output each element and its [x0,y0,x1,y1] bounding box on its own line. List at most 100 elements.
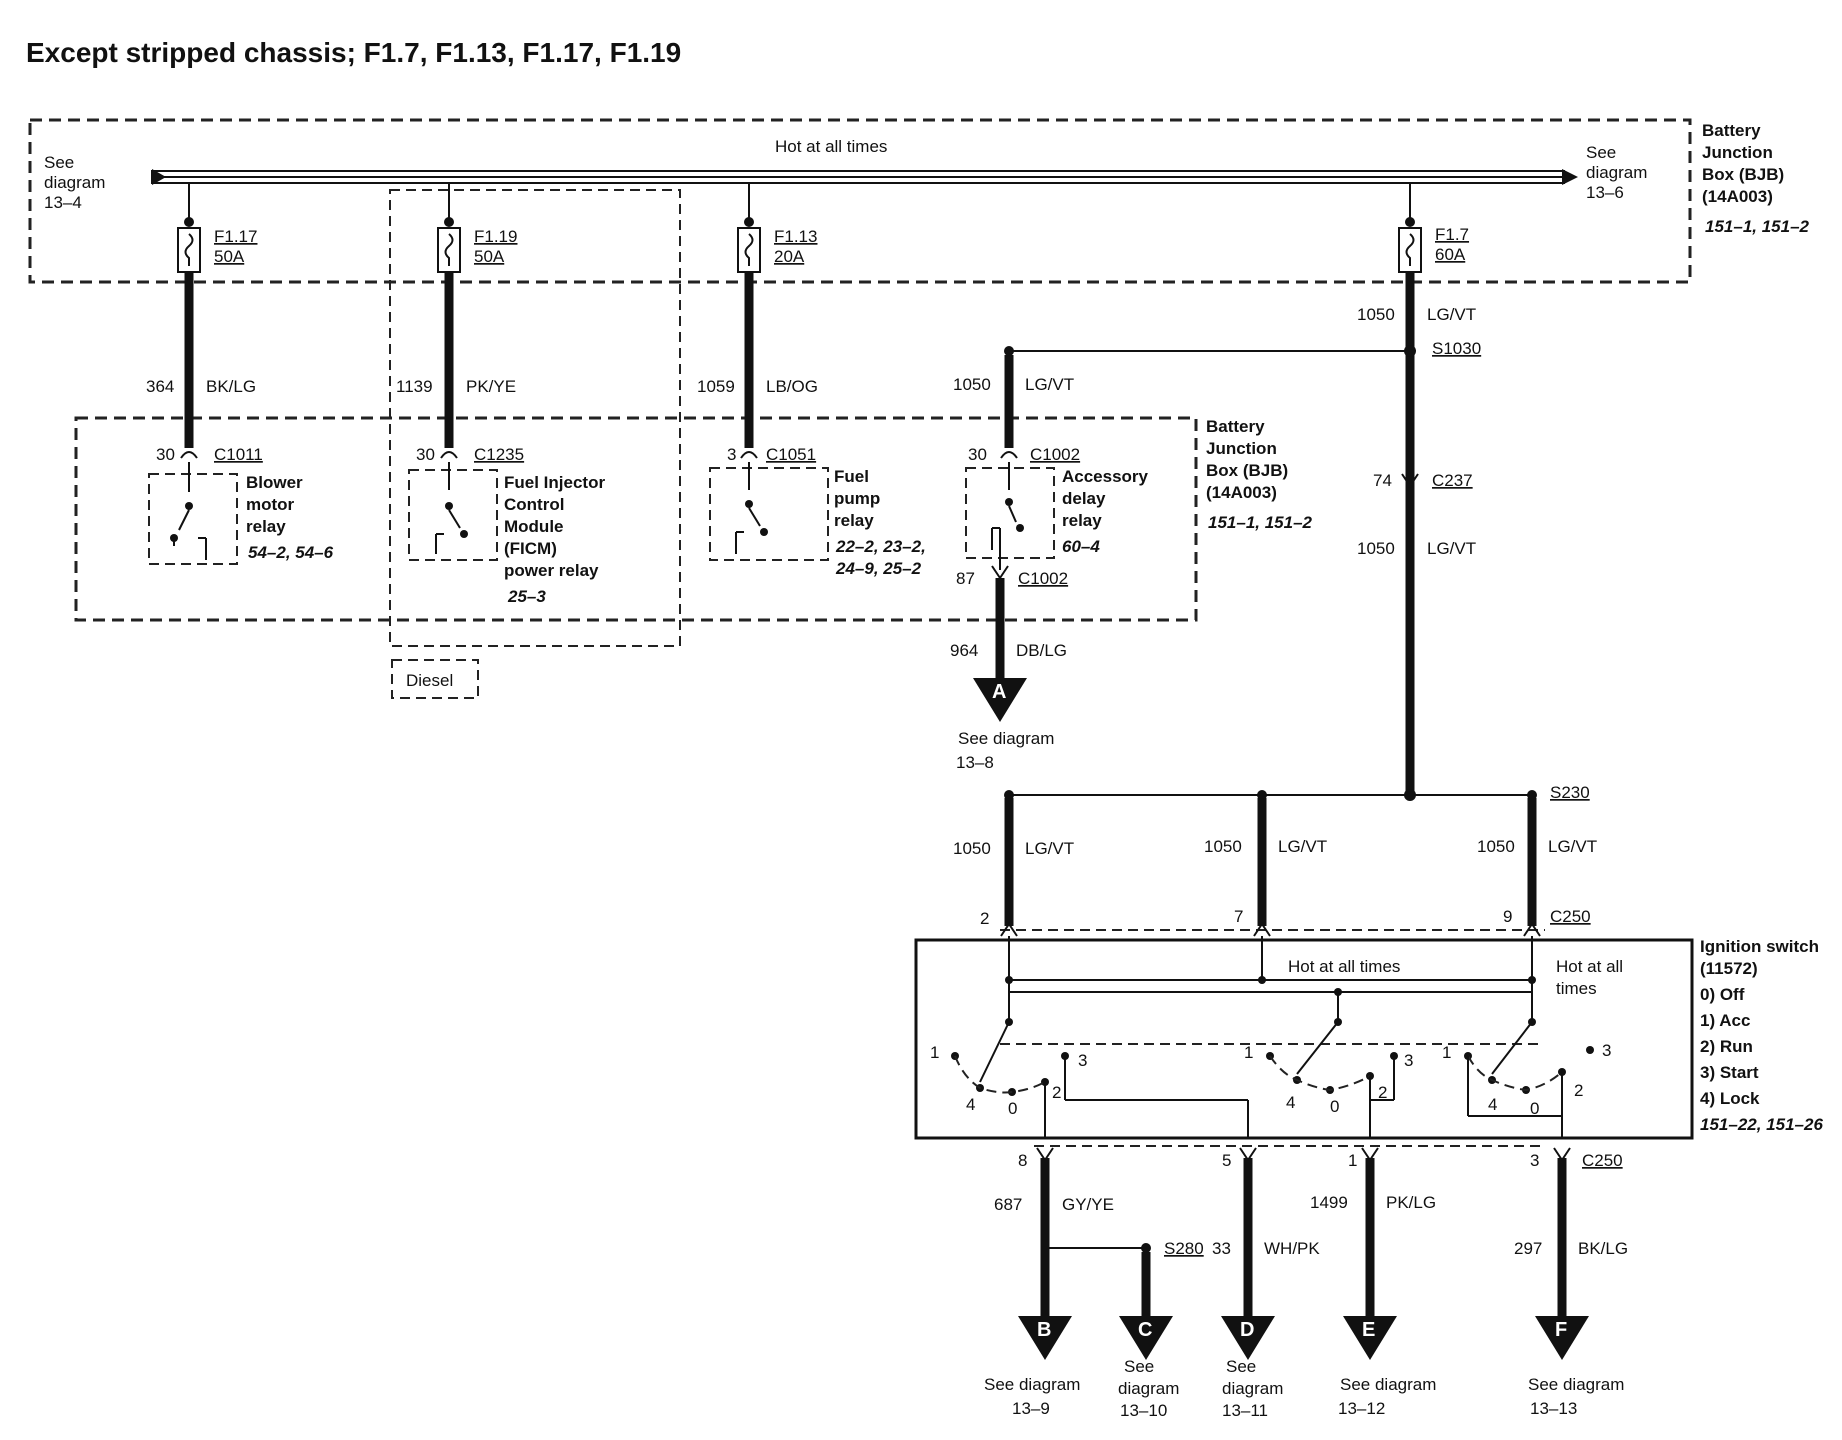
svg-text:3: 3 [1404,1051,1413,1070]
svg-text:1059: 1059 [697,377,735,396]
svg-text:LG/VT: LG/VT [1427,539,1476,558]
relay-ficm-power: 30 C1235 Fuel Injector Control Module (F… [408,445,605,606]
svg-text:F1.13: F1.13 [774,227,817,246]
svg-text:9: 9 [1503,907,1512,926]
svg-text:60–4: 60–4 [1062,537,1100,556]
svg-text:See: See [1124,1357,1154,1376]
svg-text:Fuel Injector: Fuel Injector [504,473,605,492]
svg-text:4) Lock: 4) Lock [1700,1089,1760,1108]
svg-text:Blower: Blower [246,473,303,492]
svg-text:87: 87 [956,569,975,588]
svg-text:pump: pump [834,489,880,508]
svg-text:7: 7 [1234,907,1243,926]
svg-text:5: 5 [1222,1151,1231,1170]
bjb-mid-label: Battery Junction Box (BJB) (14A003) 151–… [1206,417,1313,532]
svg-text:LG/VT: LG/VT [1427,305,1476,324]
svg-text:(14A003): (14A003) [1702,187,1773,206]
svg-text:54–2, 54–6: 54–2, 54–6 [248,543,334,562]
svg-text:C1002: C1002 [1018,569,1068,588]
svg-text:687: 687 [994,1195,1022,1214]
svg-text:C: C [1138,1319,1152,1341]
svg-text:13–9: 13–9 [1012,1399,1050,1418]
svg-text:C1011: C1011 [214,445,263,464]
svg-text:See diagram: See diagram [984,1375,1080,1394]
svg-text:13–4: 13–4 [44,193,82,212]
relay-fuel-pump: 3 C1051 Fuel pump relay 22–2, 23–2, 24–9… [709,445,926,578]
svg-text:13–13: 13–13 [1530,1399,1577,1418]
connector-c250-top: 2 7 9 C250 [980,907,1591,937]
wire-364: 364 BK/LG [146,272,256,448]
svg-text:1050: 1050 [1357,305,1395,324]
svg-text:WH/PK: WH/PK [1264,1239,1320,1258]
wire-1050-pin2: 1050 LG/VT [953,798,1074,926]
svg-text:1: 1 [1244,1043,1253,1062]
svg-text:C237: C237 [1432,471,1473,490]
svg-text:Ignition switch: Ignition switch [1700,937,1819,956]
svg-text:1) Acc: 1) Acc [1700,1011,1750,1030]
svg-text:C1235: C1235 [474,445,524,464]
svg-text:3: 3 [1530,1151,1539,1170]
ignition-switch-label: Ignition switch (11572) 0) Off 1) Acc 2)… [1700,937,1823,1134]
svg-text:F: F [1555,1319,1567,1341]
svg-text:C250: C250 [1550,907,1591,926]
svg-text:Hot at all: Hot at all [1556,957,1623,976]
svg-text:S1030: S1030 [1432,339,1481,358]
ignition-hot-label-2: Hot at all times [1556,957,1623,998]
svg-text:See: See [44,153,74,172]
svg-text:30: 30 [156,445,175,464]
relay-accessory-delay: 30 C1002 Accessory delay relay 60–4 [965,445,1149,570]
wire-1139: 1139 PK/YE [396,272,516,448]
hot-bus [151,169,1578,185]
ignition-switch-border [914,938,1694,1140]
svg-text:D: D [1240,1319,1254,1341]
bjb-top-label: Battery Junction Box (BJB) (14A003) 151–… [1702,121,1810,236]
destination-d: D See diagram 13–11 [1221,1316,1283,1420]
svg-text:F1.17: F1.17 [214,227,257,246]
svg-text:S230: S230 [1550,783,1590,802]
svg-text:Fuel: Fuel [834,467,869,486]
wire-1059: 1059 LB/OG [697,272,818,448]
svg-text:2: 2 [1052,1083,1061,1102]
bjb-top-border [28,118,1692,284]
svg-text:364: 364 [146,377,174,396]
bus-label: Hot at all times [775,137,887,156]
svg-text:PK/YE: PK/YE [466,377,516,396]
wire-1050-main: 1050 LG/VT S1030 1050 LG/VT [1357,272,1481,795]
svg-text:A: A [992,681,1006,703]
page-title: Except stripped chassis; F1.7, F1.13, F1… [26,37,681,68]
diesel-tag-border [391,659,479,699]
fuse-f1-7: F1.7 60A [1398,183,1469,273]
svg-text:4: 4 [1488,1095,1497,1114]
svg-text:power relay: power relay [504,561,599,580]
svg-text:22–2, 23–2,: 22–2, 23–2, [835,537,926,556]
svg-text:relay: relay [834,511,874,530]
svg-text:24–9, 25–2: 24–9, 25–2 [835,559,922,578]
svg-text:151–1, 151–2: 151–1, 151–2 [1705,217,1810,236]
bjb-mid-border [74,416,1198,622]
svg-text:GY/YE: GY/YE [1062,1195,1114,1214]
destination-f: F See diagram 13–13 [1528,1316,1624,1418]
svg-text:50A: 50A [214,247,245,266]
svg-text:1050: 1050 [1357,539,1395,558]
wire-1050-pin7: 1050 LG/VT [1204,798,1327,926]
splice-s230: S230 [1004,783,1590,802]
destination-e: E See diagram 13–12 [1338,1316,1436,1418]
svg-text:B: B [1037,1319,1051,1341]
svg-text:60A: 60A [1435,245,1466,264]
ignition-internal-wiring [1000,936,1540,1045]
svg-text:2: 2 [1574,1081,1583,1100]
destination-c: C See diagram 13–10 [1118,1316,1179,1420]
svg-text:Accessory: Accessory [1062,467,1149,486]
svg-text:BK/LG: BK/LG [206,377,256,396]
wire-1499: 1499 PK/LG [1310,1158,1436,1318]
destination-b: B See diagram 13–9 [984,1316,1080,1418]
svg-text:13–11: 13–11 [1222,1401,1268,1420]
svg-text:C250: C250 [1582,1151,1623,1170]
wire-1050-acc: 1050 LG/VT [953,346,1410,448]
fuse-f1-17: F1.17 50A [177,183,257,273]
svg-text:20A: 20A [774,247,805,266]
ignition-hot-label-1: Hot at all times [1288,957,1400,976]
svg-text:3) Start: 3) Start [1700,1063,1759,1082]
svg-text:1: 1 [1348,1151,1357,1170]
